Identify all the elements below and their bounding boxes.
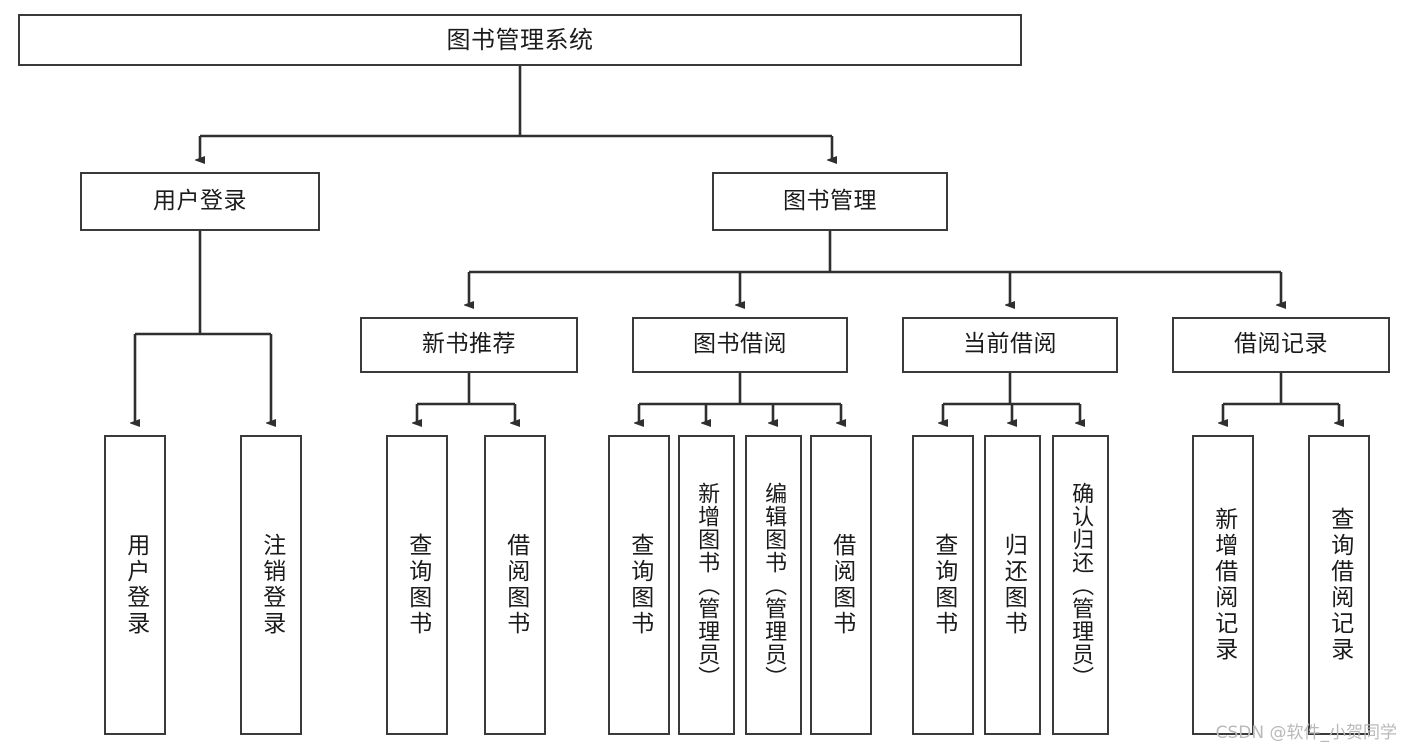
node-leaf-logout-login[interactable]: 注销登录 (240, 435, 302, 735)
node-leaf-borrow-book-1-label: 借阅图书 (502, 533, 529, 637)
node-leaf-query-book-1-label: 查询图书 (404, 533, 431, 637)
node-leaf-edit-book-label: 编辑图书（管理员） (761, 481, 787, 689)
node-book-borrow-label: 图书借阅 (693, 331, 787, 358)
node-book-manage[interactable]: 图书管理 (712, 172, 948, 231)
node-leaf-borrow-book-1[interactable]: 借阅图书 (484, 435, 546, 735)
node-leaf-return-book[interactable]: 归还图书 (984, 435, 1041, 735)
node-leaf-user-login[interactable]: 用户登录 (104, 435, 166, 735)
node-current-borrow-label: 当前借阅 (963, 331, 1057, 358)
node-leaf-query-book-3-label: 查询图书 (930, 533, 957, 637)
node-user-login-label: 用户登录 (153, 187, 247, 214)
node-leaf-confirm-return-label: 确认归还（管理员） (1068, 481, 1094, 689)
node-leaf-query-book-3[interactable]: 查询图书 (912, 435, 974, 735)
node-new-book-recommend-label: 新书推荐 (422, 331, 516, 358)
node-leaf-borrow-book-2-label: 借阅图书 (828, 533, 855, 637)
node-new-book-recommend[interactable]: 新书推荐 (360, 317, 578, 373)
node-leaf-add-book-label: 新增图书（管理员） (694, 481, 720, 689)
node-leaf-confirm-return[interactable]: 确认归还（管理员） (1052, 435, 1109, 735)
node-user-login[interactable]: 用户登录 (80, 172, 320, 231)
node-leaf-query-book-2-label: 查询图书 (626, 533, 653, 637)
node-leaf-query-book-2[interactable]: 查询图书 (608, 435, 670, 735)
node-leaf-add-record-label: 新增借阅记录 (1210, 507, 1237, 663)
node-root-label: 图书管理系统 (446, 25, 594, 54)
node-leaf-add-book[interactable]: 新增图书（管理员） (678, 435, 735, 735)
node-leaf-query-book-1[interactable]: 查询图书 (386, 435, 448, 735)
node-leaf-edit-book[interactable]: 编辑图书（管理员） (745, 435, 802, 735)
node-leaf-query-record[interactable]: 查询借阅记录 (1308, 435, 1370, 735)
node-borrow-record-label: 借阅记录 (1234, 331, 1328, 358)
node-root[interactable]: 图书管理系统 (18, 14, 1022, 66)
node-leaf-return-book-label: 归还图书 (1000, 533, 1027, 637)
node-leaf-query-record-label: 查询借阅记录 (1326, 507, 1353, 663)
node-book-borrow[interactable]: 图书借阅 (632, 317, 848, 373)
node-leaf-logout-login-label: 注销登录 (258, 533, 285, 637)
node-borrow-record[interactable]: 借阅记录 (1172, 317, 1390, 373)
node-leaf-borrow-book-2[interactable]: 借阅图书 (810, 435, 872, 735)
node-current-borrow[interactable]: 当前借阅 (902, 317, 1118, 373)
node-leaf-add-record[interactable]: 新增借阅记录 (1192, 435, 1254, 735)
node-book-manage-label: 图书管理 (783, 187, 877, 214)
node-leaf-user-login-label: 用户登录 (122, 533, 149, 637)
